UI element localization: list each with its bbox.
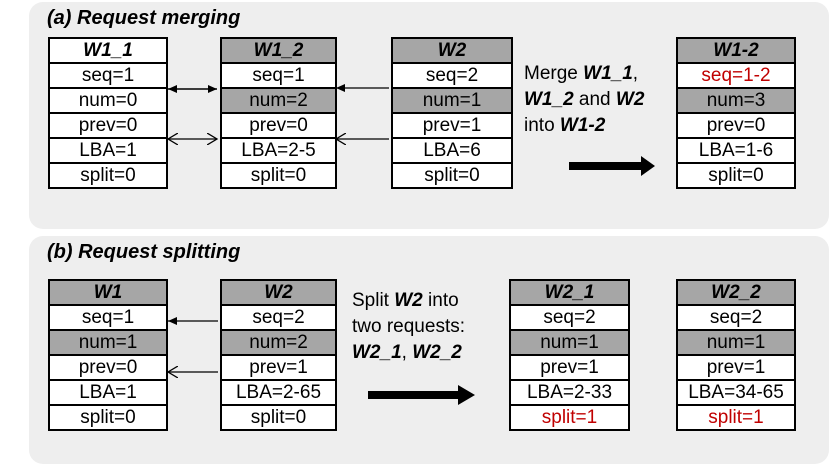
split-cell: split=1 xyxy=(541,407,598,428)
num-cell: num=0 xyxy=(50,89,166,114)
prev-cell: prev=1 xyxy=(393,114,511,139)
lba-cell: LBA=2-65 xyxy=(222,381,335,406)
seq-cell: seq=1-2 xyxy=(678,64,794,89)
table-w2-2: W2_2 seq=2 num=1 prev=1 LBA=34-65 split=… xyxy=(676,279,796,431)
split-cell: split=0 xyxy=(80,165,136,186)
split-cell: split=0 xyxy=(708,165,764,186)
panel-a-title: (a) Request merging xyxy=(47,7,241,29)
prev-cell: prev=0 xyxy=(678,114,794,139)
table-header: W1_2 xyxy=(222,39,335,64)
num-cell: num=1 xyxy=(393,89,511,114)
seq-cell: seq=2 xyxy=(222,306,335,331)
table-header: W2_2 xyxy=(678,281,794,306)
table-header: W1-2 xyxy=(678,39,794,64)
lba-cell: LBA=2-5 xyxy=(222,139,335,164)
seq-cell: seq=2 xyxy=(511,306,628,331)
split-cell: split=1 xyxy=(708,407,764,428)
prev-cell: prev=1 xyxy=(222,356,335,381)
table-w1-2: W1_2 seq=1 num=2 prev=0 LBA=2-5 split=0 xyxy=(220,37,337,189)
seq-cell: seq=2 xyxy=(678,306,794,331)
lba-cell: LBA=2-33 xyxy=(511,381,628,406)
table-w2-source: W2 seq=2 num=2 prev=1 LBA=2-65 split=0 xyxy=(220,279,337,431)
table-header: W2 xyxy=(222,281,335,306)
lba-cell: LBA=1-6 xyxy=(678,139,794,164)
prev-cell: prev=0 xyxy=(222,114,335,139)
table-w2: W2 seq=2 num=1 prev=1 LBA=6 split=0 xyxy=(391,37,513,189)
split-cell: split=0 xyxy=(424,165,480,186)
seq-cell: seq=1 xyxy=(50,64,166,89)
prev-cell: prev=1 xyxy=(678,356,794,381)
lba-cell: LBA=34-65 xyxy=(678,381,794,406)
table-w1: W1 seq=1 num=1 prev=0 LBA=1 split=0 xyxy=(48,279,168,431)
prev-cell: prev=0 xyxy=(50,114,166,139)
table-header: W2_1 xyxy=(511,281,628,306)
lba-cell: LBA=1 xyxy=(50,139,166,164)
seq-cell: seq=2 xyxy=(393,64,511,89)
split-caption: Split W2 into two requests: W2_1, W2_2 xyxy=(352,290,465,363)
split-cell: split=0 xyxy=(250,407,307,428)
table-w1-1: W1_1 seq=1 num=0 prev=0 LBA=1 split=0 xyxy=(48,37,168,189)
table-header: W1_1 xyxy=(50,39,166,64)
panel-b-title: (b) Request splitting xyxy=(47,241,241,263)
lba-cell: LBA=6 xyxy=(393,139,511,164)
table-header: W1 xyxy=(50,281,166,306)
num-cell: num=3 xyxy=(678,89,794,114)
table-w1-2-merged: W1-2 seq=1-2 num=3 prev=0 LBA=1-6 split=… xyxy=(676,37,796,189)
prev-cell: prev=0 xyxy=(50,356,166,381)
prev-cell: prev=1 xyxy=(511,356,628,381)
num-cell: num=2 xyxy=(222,331,335,356)
table-w2-1: W2_1 seq=2 num=1 prev=1 LBA=2-33 split=1 xyxy=(509,279,630,431)
lba-cell: LBA=1 xyxy=(50,381,166,406)
num-cell: num=1 xyxy=(50,331,166,356)
seq-cell: seq=1 xyxy=(50,306,166,331)
seq-cell: seq=1 xyxy=(222,64,335,89)
num-cell: num=1 xyxy=(678,331,794,356)
split-cell: split=0 xyxy=(80,407,136,428)
table-header: W2 xyxy=(393,39,511,64)
merge-caption: Merge W1_1, W1_2 and W2 into W1-2 xyxy=(524,63,645,136)
num-cell: num=1 xyxy=(511,331,628,356)
split-cell: split=0 xyxy=(250,165,307,186)
num-cell: num=2 xyxy=(222,89,335,114)
